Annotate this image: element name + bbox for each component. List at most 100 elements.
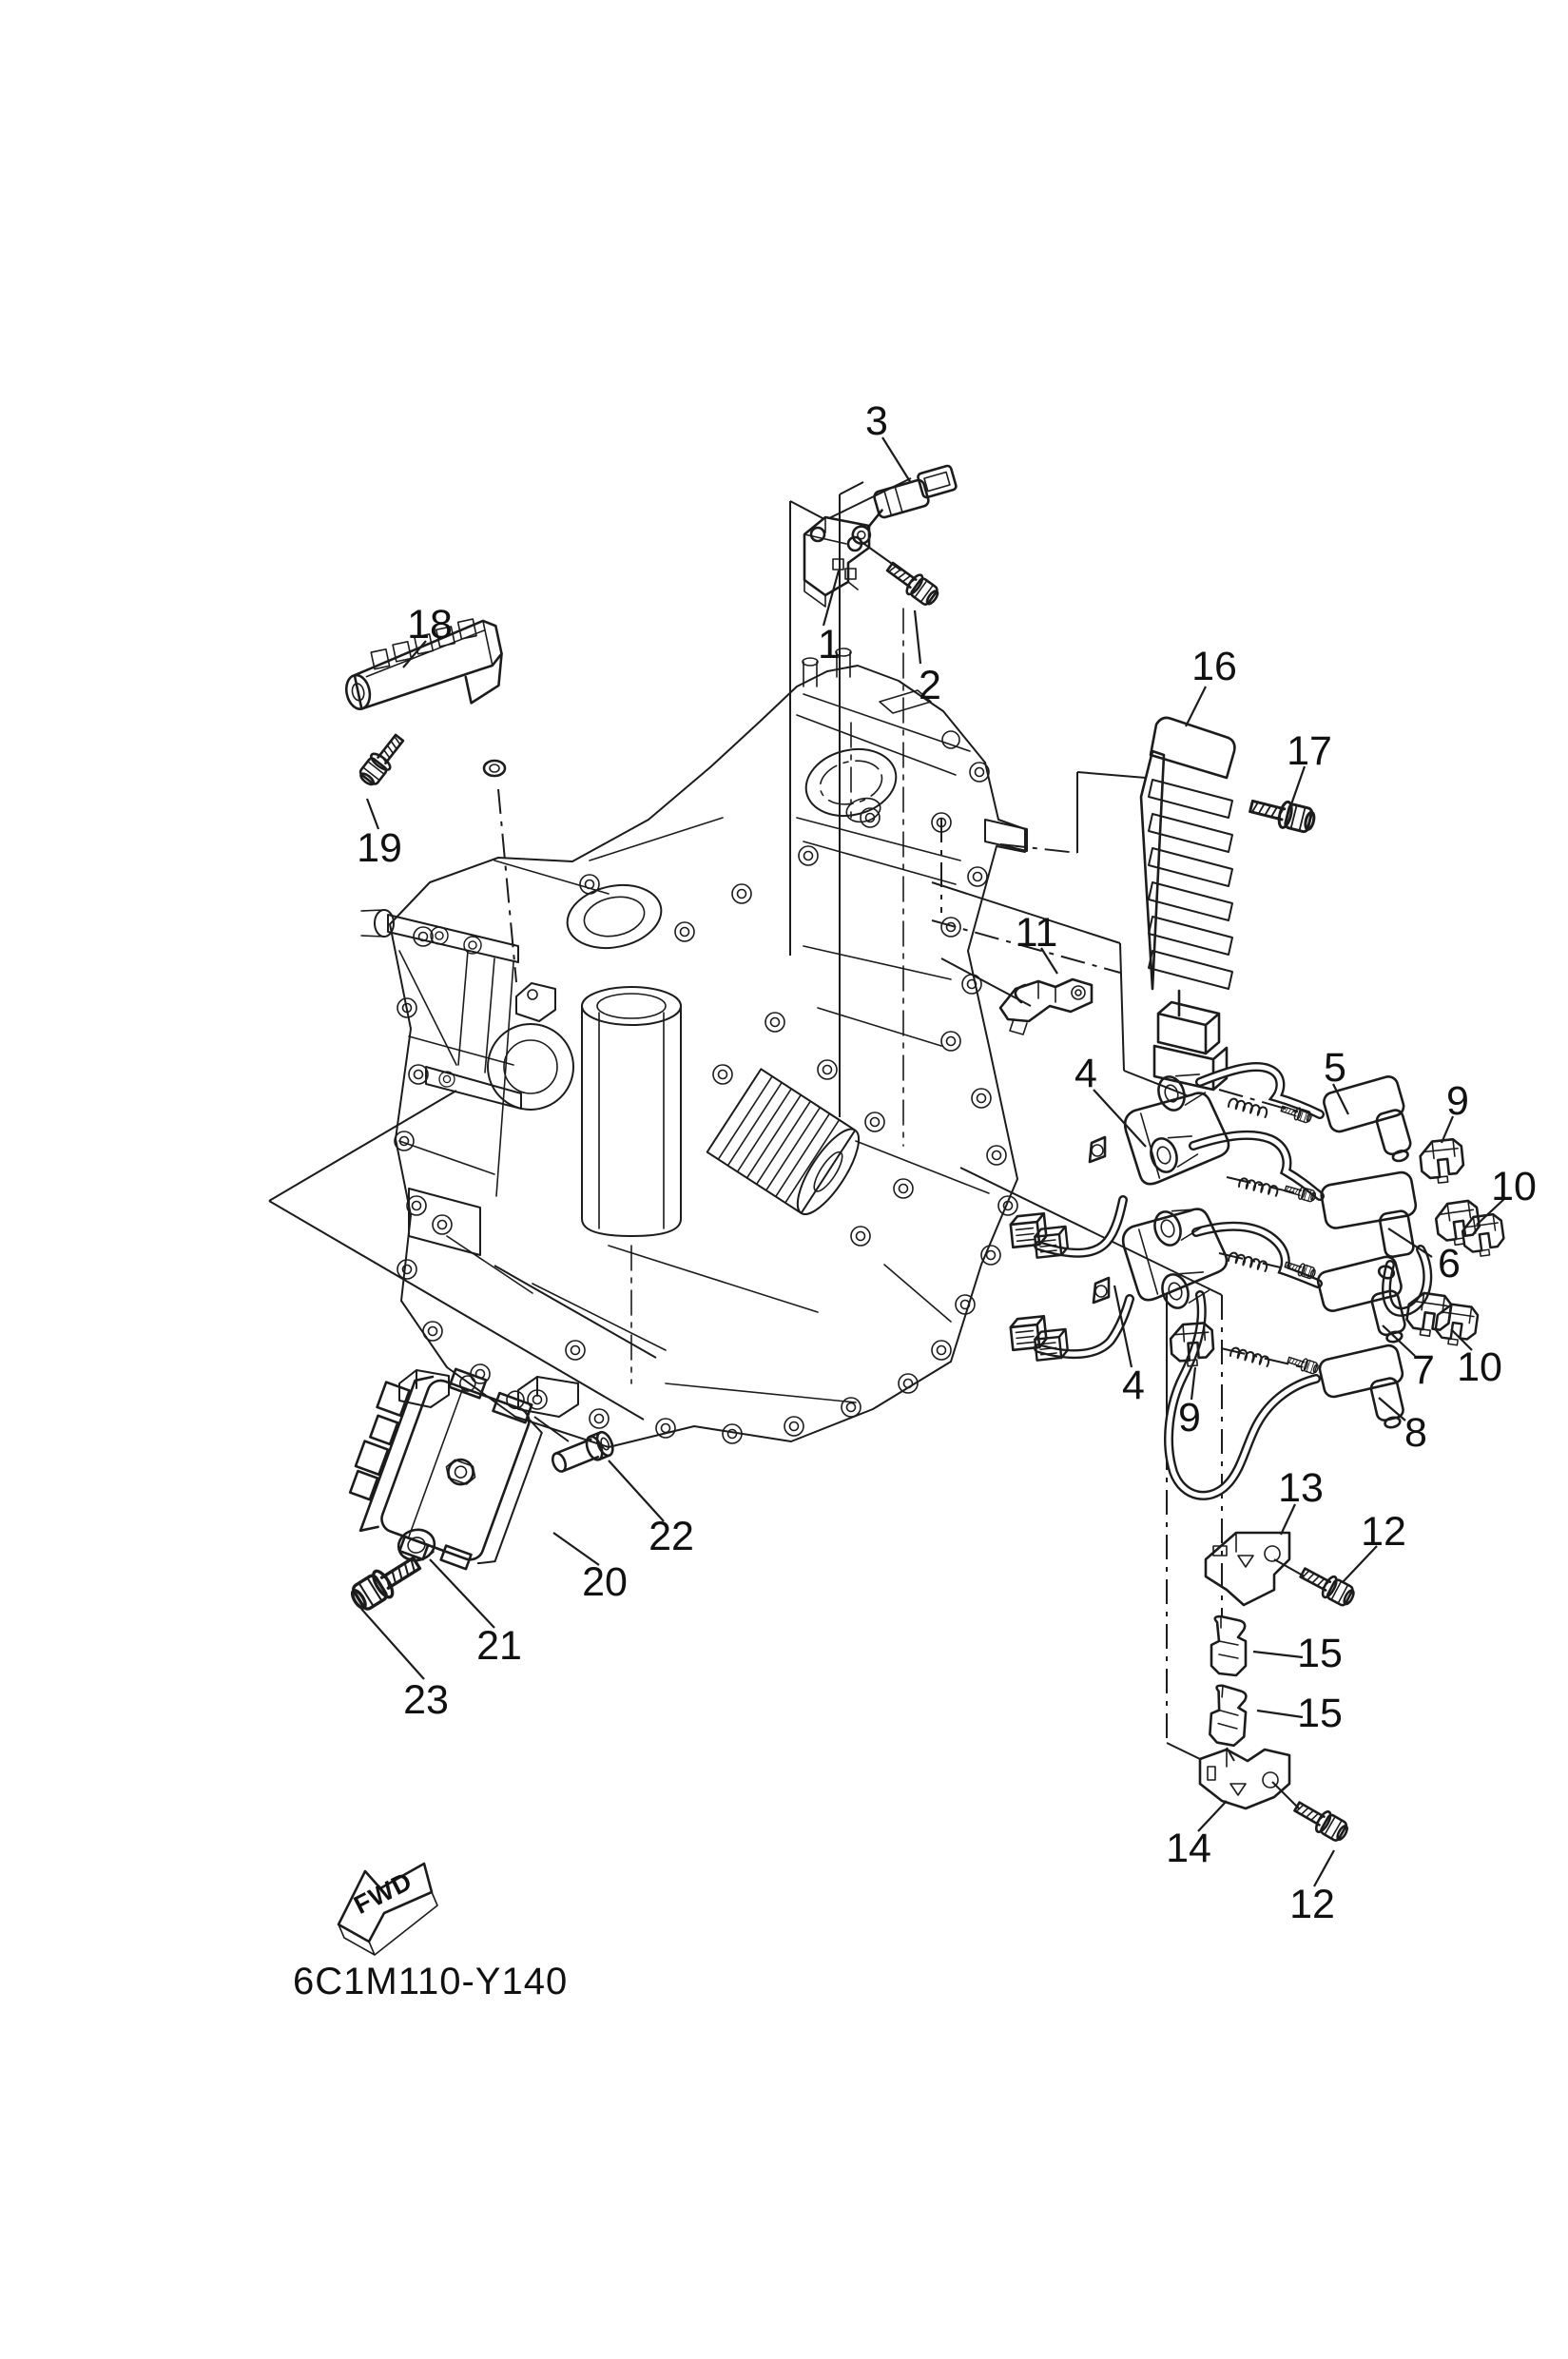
ignition-coil-assembly bbox=[1008, 1061, 1325, 1500]
part-10-clamp-lower bbox=[1403, 1289, 1481, 1349]
construction-line-23 bbox=[494, 1265, 657, 1359]
leader-line-18 bbox=[1280, 1503, 1296, 1536]
callout-3-0: 3 bbox=[865, 398, 888, 444]
part-code: 6C1M110-Y140 bbox=[293, 1961, 568, 2002]
part-7-plug-boot bbox=[1316, 1255, 1406, 1344]
callout-12-23: 12 bbox=[1289, 1882, 1335, 1927]
construction-line-9 bbox=[1076, 771, 1147, 779]
callout-6-12: 6 bbox=[1438, 1241, 1461, 1286]
leader-line-0 bbox=[881, 436, 912, 484]
part-1-bracket bbox=[803, 515, 871, 608]
coil-mount-tab bbox=[1088, 1135, 1107, 1164]
construction-line-11 bbox=[1119, 942, 1125, 1072]
construction-line-12 bbox=[1123, 1070, 1188, 1096]
construction-line-28 bbox=[1220, 1347, 1304, 1368]
construction-line-29 bbox=[1273, 1558, 1306, 1577]
part-11-clamp bbox=[998, 977, 1094, 1035]
leader-line-24 bbox=[552, 1532, 600, 1566]
ignition-coil-2 bbox=[1121, 1208, 1229, 1302]
callout-4-16: 4 bbox=[1122, 1363, 1145, 1408]
part-12-bolt-upper bbox=[1296, 1561, 1359, 1611]
callout-18-3: 18 bbox=[407, 602, 453, 648]
leader-line-8 bbox=[1093, 1089, 1147, 1148]
leader-line-3 bbox=[402, 640, 427, 668]
construction-line-13 bbox=[931, 919, 1121, 974]
callout-10-11: 10 bbox=[1491, 1164, 1537, 1209]
construction-line-6 bbox=[497, 788, 517, 983]
callout-10-14: 10 bbox=[1457, 1344, 1502, 1390]
leader-line-1 bbox=[822, 570, 841, 627]
part-21-grommet bbox=[397, 1528, 436, 1562]
part-14-bracket bbox=[1198, 1748, 1291, 1810]
callout-21-25: 21 bbox=[476, 1623, 522, 1669]
leader-line-27 bbox=[360, 1608, 425, 1680]
engine-block-drawing bbox=[360, 608, 1028, 1448]
part-18-bracket bbox=[344, 618, 503, 710]
part-13-bracket bbox=[1204, 1531, 1291, 1607]
callout-20-24: 20 bbox=[582, 1559, 628, 1605]
leader-line-26 bbox=[608, 1460, 665, 1522]
leader-line-20 bbox=[1252, 1650, 1304, 1659]
leader-line-9 bbox=[1332, 1083, 1349, 1115]
callout-15-21: 15 bbox=[1297, 1691, 1343, 1736]
callout-7-13: 7 bbox=[1412, 1347, 1435, 1393]
leader-lines bbox=[360, 436, 1506, 1887]
part-15-clamp-lower bbox=[1209, 1684, 1248, 1748]
coil-tower bbox=[1157, 1073, 1207, 1112]
part-18-washer bbox=[482, 759, 507, 778]
callout-12-19: 12 bbox=[1361, 1509, 1406, 1555]
leader-line-12 bbox=[1387, 1228, 1433, 1258]
coil-tower bbox=[1161, 1271, 1210, 1309]
part-20-ecu bbox=[348, 1367, 543, 1571]
callout-15-20: 15 bbox=[1297, 1631, 1343, 1676]
leader-line-15 bbox=[1378, 1397, 1406, 1421]
construction-line-21 bbox=[268, 1090, 457, 1202]
callout-8-15: 8 bbox=[1404, 1410, 1427, 1456]
leader-line-22 bbox=[1197, 1800, 1228, 1832]
construction-line-30 bbox=[1271, 1781, 1300, 1809]
coil-mount-tab bbox=[1092, 1276, 1111, 1305]
coil-tower bbox=[1153, 1209, 1203, 1247]
construction-line-27 bbox=[1218, 1252, 1302, 1273]
leader-line-17 bbox=[1190, 1366, 1197, 1401]
part-8-plug-boot bbox=[1318, 1344, 1404, 1429]
part-9-clamp-upper bbox=[1417, 1137, 1466, 1187]
construction-line-1 bbox=[789, 500, 825, 520]
part-17-bolt bbox=[1247, 792, 1319, 837]
fwd-label: FWD bbox=[349, 1866, 416, 1920]
construction-line-3 bbox=[839, 481, 864, 495]
leader-line-14 bbox=[1450, 1328, 1473, 1351]
leader-line-23 bbox=[1313, 1849, 1335, 1887]
part-3-sensor bbox=[851, 464, 958, 545]
callout-5-9: 5 bbox=[1324, 1045, 1346, 1091]
construction-line-7 bbox=[999, 843, 1078, 854]
leader-line-4 bbox=[365, 798, 380, 830]
fwd-arrow: FWD bbox=[337, 1862, 438, 1956]
construction-line-25 bbox=[1218, 1089, 1300, 1113]
construction-line-16 bbox=[1166, 1742, 1201, 1760]
callout-19-4: 19 bbox=[357, 825, 402, 871]
leader-line-7 bbox=[1040, 947, 1058, 975]
leader-line-21 bbox=[1256, 1709, 1304, 1719]
construction-line-10 bbox=[931, 881, 1121, 944]
callout-16-5: 16 bbox=[1191, 644, 1237, 689]
callout-4-8: 4 bbox=[1074, 1051, 1097, 1096]
part-5-plug-boot bbox=[1323, 1075, 1412, 1163]
leader-line-19 bbox=[1342, 1545, 1378, 1583]
construction-line-17 bbox=[959, 1167, 1223, 1296]
leader-line-11 bbox=[1476, 1197, 1506, 1226]
part-16-rectifier bbox=[1139, 716, 1236, 1092]
leader-line-2 bbox=[913, 609, 922, 665]
callout-9-17: 9 bbox=[1178, 1395, 1201, 1441]
callout-1-1: 1 bbox=[818, 622, 841, 667]
coil-screw bbox=[1286, 1353, 1321, 1376]
leader-line-16 bbox=[1113, 1285, 1133, 1368]
part-15-clamp-upper bbox=[1210, 1615, 1248, 1677]
part-2-bolt bbox=[881, 555, 943, 610]
part-6-plug-boot bbox=[1320, 1170, 1433, 1317]
callout-14-22: 14 bbox=[1166, 1826, 1211, 1871]
leader-line-5 bbox=[1185, 686, 1207, 727]
part-19-bolt bbox=[355, 729, 410, 790]
